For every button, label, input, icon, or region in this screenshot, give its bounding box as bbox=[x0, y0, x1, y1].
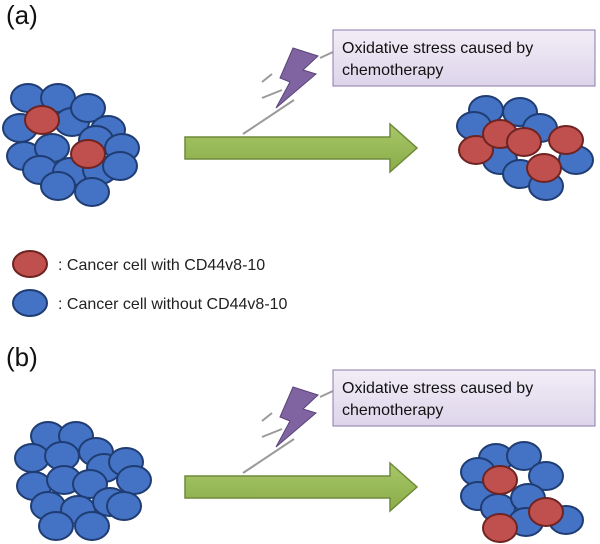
panel-b: (b) bbox=[6, 342, 596, 543]
legend-red-cell-icon bbox=[12, 250, 48, 278]
cell-without-cd44 bbox=[74, 511, 110, 541]
panel-b-result-cluster bbox=[460, 441, 584, 543]
cell-with-cd44 bbox=[70, 139, 106, 169]
panel-a-initial-cluster bbox=[2, 83, 140, 207]
panel-a-stress-text-line1: Oxidative stress caused by bbox=[342, 40, 533, 57]
panel-a-progression-arrow bbox=[184, 122, 419, 174]
panel-b-progression-arrow bbox=[184, 461, 419, 513]
panel-a-label: (a) bbox=[6, 0, 38, 30]
cell-without-cd44 bbox=[102, 151, 138, 181]
panel-a-result-cluster bbox=[456, 95, 594, 201]
legend-red-label: : Cancer cell with CD44v8-10 bbox=[58, 257, 265, 274]
panel-a-stress-text-line2: chemotherapy bbox=[342, 62, 443, 79]
cell-with-cd44 bbox=[548, 125, 584, 155]
cell-without-cd44 bbox=[14, 443, 50, 473]
cell-without-cd44 bbox=[74, 177, 110, 207]
cell-without-cd44 bbox=[70, 93, 106, 123]
cell-with-cd44 bbox=[458, 135, 494, 165]
panel-b-lightning-icon bbox=[242, 386, 334, 474]
legend-blue-cell-icon bbox=[12, 289, 48, 317]
cell-with-cd44 bbox=[526, 153, 562, 183]
cell-without-cd44 bbox=[528, 461, 564, 491]
panel-b-stress-text-line1: Oxidative stress caused by bbox=[342, 380, 533, 397]
cell-without-cd44 bbox=[38, 511, 74, 541]
legend-blue-label: : Cancer cell without CD44v8-10 bbox=[58, 296, 288, 313]
panel-a-lightning-icon bbox=[242, 47, 334, 135]
cell-with-cd44 bbox=[482, 465, 518, 495]
cell-with-cd44 bbox=[528, 497, 564, 527]
panel-a: (a) bbox=[2, 0, 596, 207]
legend: : Cancer cell with CD44v8-10 : Cancer ce… bbox=[12, 250, 288, 317]
cell-without-cd44 bbox=[116, 465, 152, 495]
panel-a-stress-box: Oxidative stress caused by chemotherapy bbox=[332, 29, 596, 87]
cell-with-cd44 bbox=[24, 105, 60, 135]
cell-without-cd44 bbox=[106, 491, 142, 521]
cell-without-cd44 bbox=[40, 171, 76, 201]
cell-with-cd44 bbox=[506, 127, 542, 157]
panel-b-stress-text-line2: chemotherapy bbox=[342, 402, 443, 419]
panel-b-label: (b) bbox=[6, 342, 38, 372]
panel-b-stress-box: Oxidative stress caused by chemotherapy bbox=[332, 369, 596, 427]
cell-without-cd44 bbox=[506, 441, 542, 471]
panel-b-initial-cluster bbox=[14, 421, 152, 541]
cell-with-cd44 bbox=[482, 513, 518, 543]
